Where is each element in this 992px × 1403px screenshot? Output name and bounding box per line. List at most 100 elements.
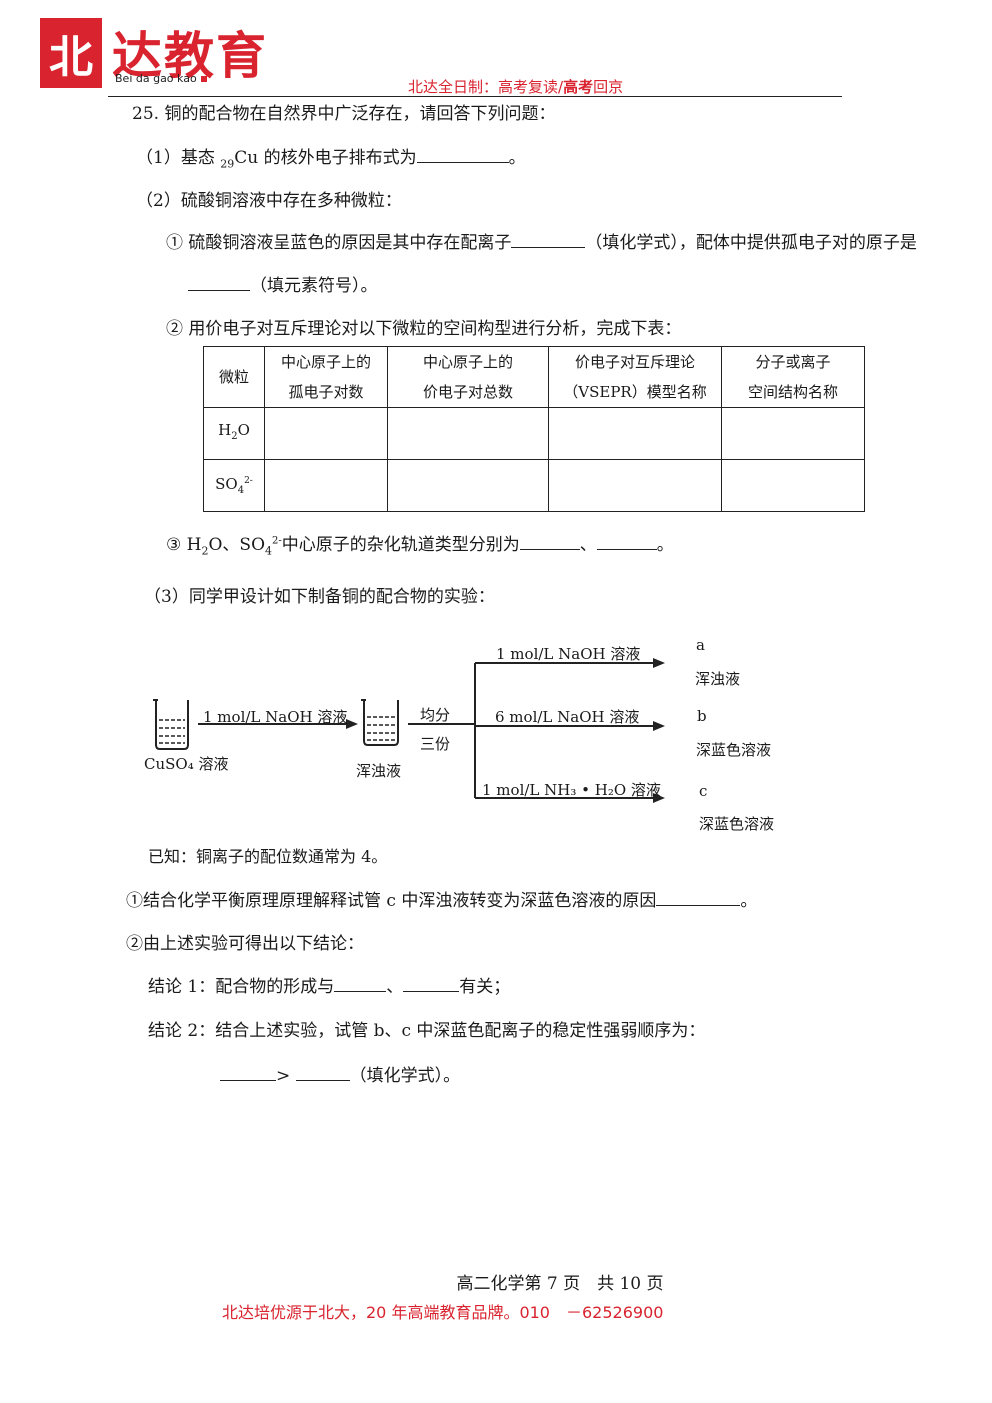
header-line: 价电子对总数 bbox=[422, 383, 513, 401]
species-text: H bbox=[218, 421, 232, 439]
answer-blank[interactable] bbox=[519, 548, 580, 550]
subq-1-text: ①结合化学平衡原理原理解释试管 c 中浑浊液转变为深蓝色溶液的原因 bbox=[126, 891, 657, 911]
logo-name: 达教育 bbox=[112, 26, 268, 85]
p2-3-end: 。 bbox=[656, 535, 674, 555]
species-text: SO bbox=[215, 474, 238, 493]
answer-blank[interactable] bbox=[511, 246, 586, 248]
p1-text-a: （1）基态 bbox=[136, 148, 221, 168]
subq-1-end: 。 bbox=[740, 891, 758, 911]
page-footer: 高二化学第 7 页 共 10 页 bbox=[456, 1274, 664, 1294]
experiment-diagram bbox=[153, 658, 665, 803]
answer-cell[interactable] bbox=[548, 459, 722, 512]
beaker-icon bbox=[361, 699, 399, 746]
header-cell: 分子或离子空间结构名称 bbox=[721, 346, 865, 408]
p2-1-text-a: ① 硫酸铜溶液呈蓝色的原因是其中存在配离子 bbox=[166, 233, 512, 253]
header-line: 中心原子上的 bbox=[280, 353, 371, 371]
answer-cell[interactable] bbox=[387, 407, 549, 460]
logo-subtitle: Bei da gao kao bbox=[115, 72, 207, 85]
part-2-2: ② 用价电子对互斥理论对以下微粒的空间构型进行分析，完成下表： bbox=[166, 319, 682, 339]
header-cell: 价电子对互斥理论 （VSEPR）模型名称 bbox=[548, 346, 722, 408]
slogan-part-b: 高考 bbox=[563, 78, 594, 96]
part-2-1: ① 硫酸铜溶液呈蓝色的原因是其中存在配离子 （填化学式），配体中提供孤电子对的原子… bbox=[166, 228, 917, 253]
known-note: 已知：铜离子的配位数通常为 4。 bbox=[148, 847, 388, 866]
part-3: （3）同学甲设计如下制备铜的配合物的实验： bbox=[144, 587, 495, 607]
p1-text-b: Cu 的核外电子排布式为 bbox=[234, 148, 417, 168]
header-line: 孤电子对数 bbox=[288, 383, 364, 401]
subq-1: ①结合化学平衡原理原理解释试管 c 中浑浊液转变为深蓝色溶液的原因 。 bbox=[126, 886, 757, 911]
c1-text-b: 有关； bbox=[459, 977, 511, 997]
table-row: H2O bbox=[203, 407, 865, 460]
logo-char: 北 bbox=[49, 32, 93, 83]
branch-lines bbox=[408, 658, 665, 803]
conclusion-2: 结论 2：结合上述实验，试管 b、c 中深蓝色配离子的稳定性强弱顺序为： bbox=[148, 1021, 706, 1041]
c1-sep: 、 bbox=[386, 977, 404, 997]
table-row: SO42- bbox=[203, 459, 865, 512]
header-line: （VSEPR）模型名称 bbox=[563, 383, 707, 401]
tube-c-result: 深蓝色溶液 bbox=[699, 815, 775, 833]
header-cell: 中心原子上的价电子对总数 bbox=[387, 346, 549, 408]
split-label-1: 均分 bbox=[420, 706, 451, 724]
conclusion-2-answer: > （填化学式）。 bbox=[220, 1061, 460, 1086]
answer-blank[interactable] bbox=[656, 904, 741, 906]
row-label: SO42- bbox=[203, 459, 265, 512]
answer-cell[interactable] bbox=[387, 459, 549, 512]
header-slogan: 北达全日制：高考复读/高考回京 bbox=[408, 76, 623, 97]
species-text-b: O bbox=[237, 421, 250, 439]
answer-blank[interactable] bbox=[220, 1079, 276, 1081]
answer-blank[interactable] bbox=[416, 161, 509, 163]
p1-subscript: 29 bbox=[220, 157, 235, 171]
p2-3-text-c: 中心原子的杂化轨道类型分别为 bbox=[281, 535, 520, 555]
logo-sub-text: Bei da gao kao bbox=[115, 72, 197, 85]
p2-1-text-c: （填元素符号）。 bbox=[250, 276, 378, 296]
branch-c-label: 1 mol/L NH₃ • H₂O 溶液 bbox=[482, 781, 661, 799]
answer-blank[interactable] bbox=[596, 548, 657, 550]
part-2: （2）硫酸铜溶液中存在多种微粒： bbox=[136, 191, 402, 211]
answer-cell[interactable] bbox=[548, 407, 722, 460]
subq-2: ②由上述实验可得出以下结论： bbox=[126, 934, 364, 954]
promo-footer: 北达培优源于北大，20 年高端教育品牌。010 －62526900 bbox=[222, 1303, 664, 1322]
header-cell: 中心原子上的孤电子对数 bbox=[264, 346, 388, 408]
table-header-row: 微粒 中心原子上的孤电子对数 中心原子上的价电子对总数 价电子对互斥理论（VSE… bbox=[203, 346, 865, 408]
header-divider bbox=[108, 96, 842, 97]
logo-dot-icon bbox=[200, 76, 207, 82]
header-cell: 微粒 bbox=[203, 346, 265, 408]
answer-blank[interactable] bbox=[188, 289, 250, 291]
p2-3-sup: 2- bbox=[272, 535, 282, 547]
row-label: H2O bbox=[203, 407, 265, 460]
species-sub: 2 bbox=[231, 431, 238, 442]
header-line: 空间结构名称 bbox=[747, 383, 838, 401]
header-line: 微粒 bbox=[218, 368, 249, 386]
tube-c-label: c bbox=[699, 782, 708, 800]
header-line: 价电子对互斥理论 bbox=[574, 353, 695, 371]
conclusion-1: 结论 1：配合物的形成与 、 有关； bbox=[148, 972, 510, 997]
answer-cell[interactable] bbox=[264, 459, 388, 512]
arrow1-label: 1 mol/L NaOH 溶液 bbox=[203, 708, 348, 726]
p2-3-sep: 、 bbox=[579, 535, 597, 555]
answer-blank[interactable] bbox=[334, 990, 387, 992]
vsepr-table: 微粒 中心原子上的孤电子对数 中心原子上的价电子对总数 价电子对互斥理论（VSE… bbox=[203, 346, 865, 512]
p2-3-text-b: O、SO bbox=[208, 535, 266, 555]
tube-a-result: 浑浊液 bbox=[695, 670, 741, 688]
beaker1-label: CuSO₄ 溶液 bbox=[144, 755, 229, 773]
p1-end: 。 bbox=[508, 148, 526, 168]
species-sup: 2- bbox=[244, 475, 253, 486]
answer-cell[interactable] bbox=[264, 407, 388, 460]
answer-cell[interactable] bbox=[721, 459, 865, 512]
part-2-3: ③ H2O、SO42-中心原子的杂化轨道类型分别为、。 bbox=[166, 530, 674, 557]
p2-3-sub2: 4 bbox=[265, 544, 273, 558]
slogan-part-a: 北达全日制：高考复读/ bbox=[408, 78, 564, 96]
header-line: 中心原子上的 bbox=[422, 353, 513, 371]
species-sub: 4 bbox=[237, 484, 245, 496]
beaker-icon bbox=[153, 699, 189, 750]
answer-blank[interactable] bbox=[295, 1079, 350, 1081]
logo-mark: 北 bbox=[40, 18, 102, 88]
gt-sign: > bbox=[276, 1066, 291, 1086]
answer-blank[interactable] bbox=[403, 990, 460, 992]
slogan-part-c: 回京 bbox=[593, 78, 624, 96]
answer-cell[interactable] bbox=[721, 407, 865, 460]
tube-b-result: 深蓝色溶液 bbox=[696, 741, 772, 759]
c1-text-a: 结论 1：配合物的形成与 bbox=[148, 977, 335, 997]
p2-1-text-b: （填化学式），配体中提供孤电子对的原子是 bbox=[585, 233, 917, 253]
branch-b-label: 6 mol/L NaOH 溶液 bbox=[495, 708, 640, 726]
part-1: （1）基态 29Cu 的核外电子排布式为 。 bbox=[136, 143, 526, 170]
